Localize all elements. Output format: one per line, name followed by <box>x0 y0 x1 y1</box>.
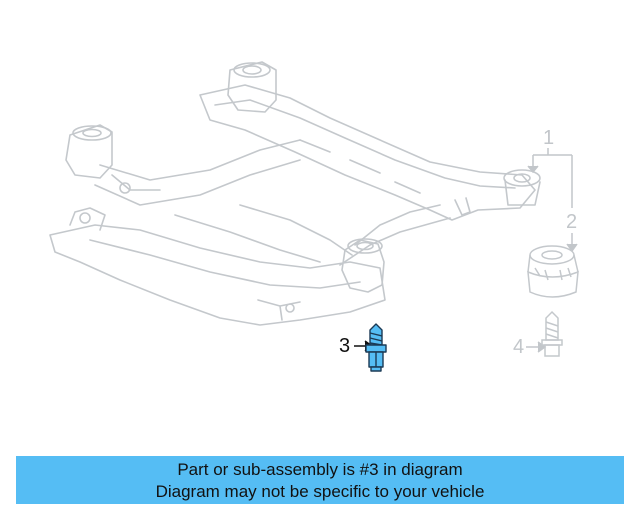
mount-bushing-icon <box>527 245 579 298</box>
callout-2-label: 2 <box>566 211 578 233</box>
callout-1-label: 1 <box>543 127 555 149</box>
banner-line-part-number: Part or sub-assembly is #3 in diagram <box>177 460 463 479</box>
bolt-3-icon <box>365 323 387 372</box>
callout-3-label: 3 <box>339 335 351 357</box>
banner-line-disclaimer: Diagram may not be specific to your vehi… <box>155 482 485 501</box>
info-banner: Part or sub-assembly is #3 in diagram Di… <box>16 456 624 504</box>
callout-4-label: 4 <box>513 336 525 358</box>
bolt-4-icon <box>541 310 563 357</box>
callout-1-bracket <box>527 148 573 208</box>
subframe-icon <box>49 61 541 326</box>
parts-diagram <box>49 61 579 372</box>
